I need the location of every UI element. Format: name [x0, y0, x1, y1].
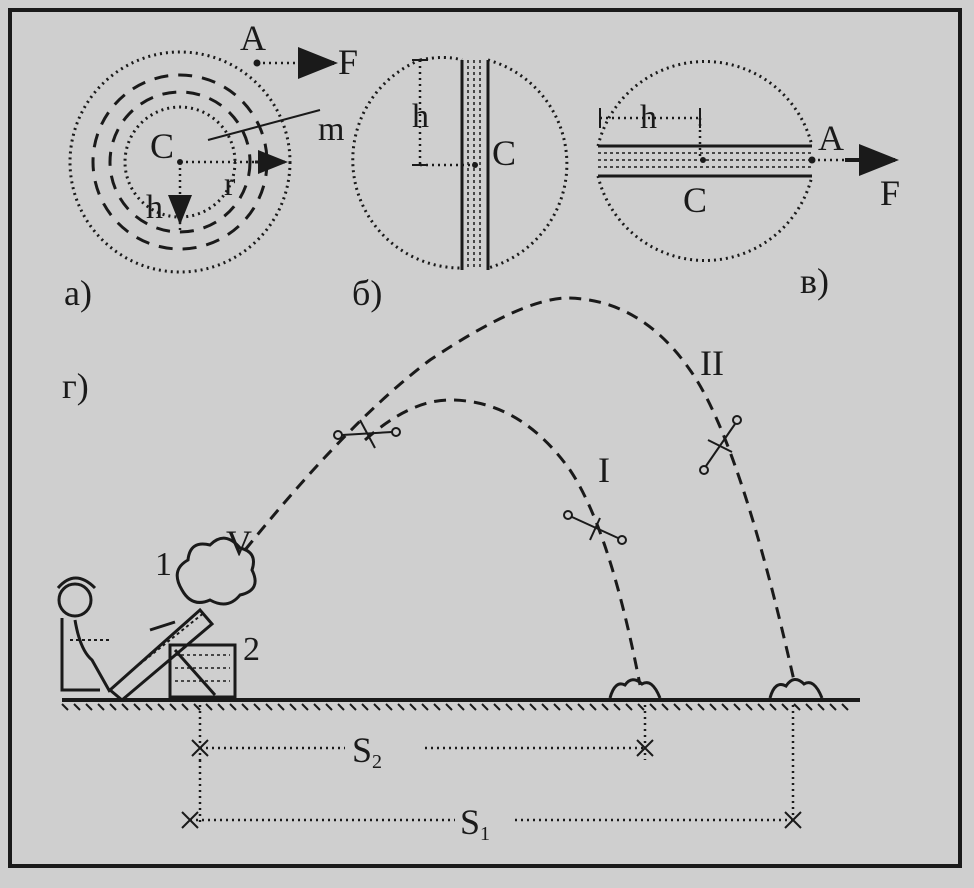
disk-ring-2 — [108, 90, 252, 234]
trajectory-i — [364, 398, 642, 686]
disk-outer-edge — [68, 50, 292, 274]
panel-v-caption: в) — [800, 261, 829, 301]
center-label: C — [492, 133, 516, 173]
mass-pointer-line — [207, 109, 321, 141]
distance-s2-subscript: 2 — [372, 751, 382, 773]
trajectory-ii-label: II — [700, 343, 724, 383]
trajectory-ii — [243, 296, 797, 686]
distance-s2-letter: S — [352, 730, 372, 770]
distance-s1-label: S1 — [460, 802, 490, 845]
trajectory-i-label: I — [598, 450, 610, 490]
muzzle-smoke — [175, 536, 257, 606]
projectile-icon — [333, 419, 401, 449]
velocity-label: V — [226, 523, 252, 563]
distance-s1-subscript: 1 — [480, 823, 490, 845]
impact-crater-i — [608, 678, 662, 699]
panel-g: г) — [56, 296, 860, 845]
force-label: F — [880, 173, 900, 213]
panel-a: A F C m r h а) — [64, 18, 358, 313]
projectile-icon — [699, 415, 742, 475]
distance-s2-dimension — [191, 705, 654, 760]
height-label: h — [412, 98, 429, 135]
center-point — [472, 162, 478, 168]
force-label: F — [338, 42, 358, 82]
figure-frame — [8, 8, 962, 868]
panel-g-caption: г) — [62, 366, 89, 406]
disk-top-half — [596, 60, 814, 147]
impact-crater-ii — [768, 678, 824, 699]
center-label: C — [683, 180, 707, 220]
panel-a-caption: а) — [64, 273, 92, 313]
mass-label: m — [318, 111, 344, 148]
disk-bottom-half — [596, 175, 814, 262]
height-label: h — [640, 99, 657, 136]
projectile-icon — [563, 510, 627, 545]
ground — [61, 698, 860, 711]
center-label: C — [150, 126, 174, 166]
point-a-label: A — [240, 18, 266, 58]
center-point — [700, 157, 706, 163]
height-label: h — [146, 189, 163, 226]
distance-s2-label: S2 — [352, 730, 382, 773]
radius-label: r — [224, 166, 236, 203]
mortar-support — [168, 643, 237, 699]
panel-b: h C б) — [351, 56, 569, 313]
support-label-2: 2 — [243, 631, 260, 668]
point-a-label: A — [818, 118, 844, 158]
distance-s1-letter: S — [460, 802, 480, 842]
axle-bar — [598, 144, 812, 178]
launcher-label-1: 1 — [155, 546, 172, 583]
soldier-figure — [56, 576, 112, 693]
panel-b-caption: б) — [352, 273, 382, 313]
distance-s1-dimension — [181, 705, 802, 829]
panel-v: h A F C в) — [596, 60, 900, 301]
mortar-launcher — [107, 607, 215, 702]
